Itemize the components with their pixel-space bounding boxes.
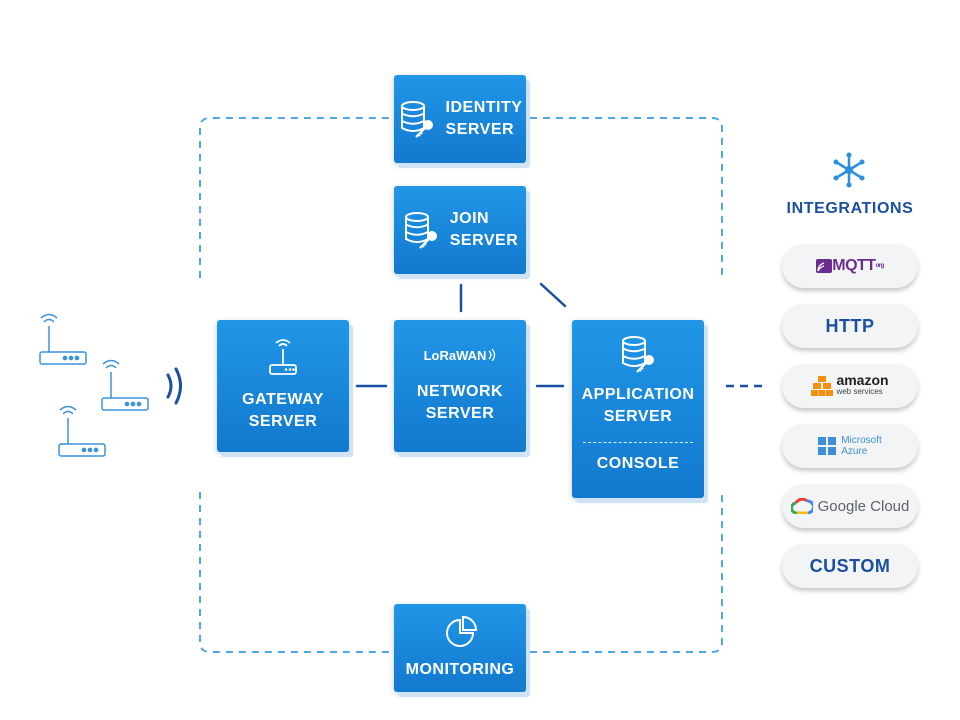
end-device-icon: [101, 359, 149, 411]
http-label: HTTP: [825, 315, 875, 336]
join-server-box[interactable]: JOIN SERVER: [394, 186, 526, 274]
monitoring-box[interactable]: MONITORING: [394, 604, 526, 692]
network-server-box[interactable]: LoRaWAN NETWORK SERVER: [394, 320, 526, 452]
router-icon: [269, 339, 297, 375]
azure-line2: Azure: [841, 446, 868, 457]
database-key-icon: [400, 101, 433, 138]
lorawan-signal-icon: [488, 349, 496, 361]
join-server-line2: SERVER: [449, 232, 519, 249]
custom-integration-button[interactable]: CUSTOM: [782, 544, 918, 588]
dashed-frame: [199, 117, 723, 653]
solid-connectors: [355, 282, 567, 388]
aws-integration-button[interactable]: amazon web services: [782, 364, 918, 408]
database-key-icon: [622, 336, 654, 373]
integrations-title: INTEGRATIONS: [786, 200, 914, 217]
end-device-icon: [58, 405, 106, 457]
google-cloud-icon: [790, 498, 813, 514]
join-server-line1: JOIN: [449, 210, 490, 227]
mqtt-suffix: org: [875, 263, 885, 269]
azure-integration-button[interactable]: Microsoft Azure: [782, 424, 918, 468]
end-device-icon: [39, 313, 87, 365]
custom-label: CUSTOM: [809, 555, 891, 576]
database-key-icon: [404, 212, 437, 249]
lorawan-logo-text: LoRaWAN: [423, 347, 487, 363]
gateway-server-line1: GATEWAY: [242, 391, 324, 408]
identity-server-box[interactable]: IDENTITY SERVER: [394, 75, 526, 163]
application-server-box[interactable]: APPLICATION SERVER CONSOLE: [572, 320, 704, 498]
wireless-signal-icon: [166, 367, 182, 405]
gateway-server-box[interactable]: GATEWAY SERVER: [217, 320, 349, 452]
mqtt-label: MQTT: [832, 257, 876, 274]
identity-server-line1: IDENTITY: [445, 99, 523, 116]
network-hub-icon: [833, 152, 865, 188]
application-server-line1: APPLICATION: [581, 386, 695, 403]
azure-line1: Microsoft: [841, 435, 882, 446]
http-integration-button[interactable]: HTTP: [782, 304, 918, 348]
google-cloud-label: Google Cloud: [817, 497, 910, 515]
windows-logo-icon: [818, 437, 837, 455]
console-divider: [583, 442, 693, 443]
pie-chart-icon: [446, 615, 478, 647]
amazon-sublabel: web services: [836, 387, 883, 396]
gateway-server-line2: SERVER: [248, 413, 318, 430]
google-cloud-integration-button[interactable]: Google Cloud: [782, 484, 918, 528]
network-server-line1: NETWORK: [416, 382, 504, 400]
amazon-label: amazon: [836, 372, 889, 388]
console-label[interactable]: CONSOLE: [596, 455, 680, 472]
aws-cubes-icon: [811, 376, 834, 396]
lorawan-logo: LoRaWAN: [424, 348, 497, 363]
identity-server-line2: SERVER: [445, 121, 515, 138]
monitoring-label: MONITORING: [405, 661, 515, 678]
network-server-line2: SERVER: [425, 404, 495, 422]
application-server-line2: SERVER: [603, 408, 673, 425]
join-application-connector: [539, 282, 567, 308]
mqtt-logo-icon: [816, 259, 833, 273]
